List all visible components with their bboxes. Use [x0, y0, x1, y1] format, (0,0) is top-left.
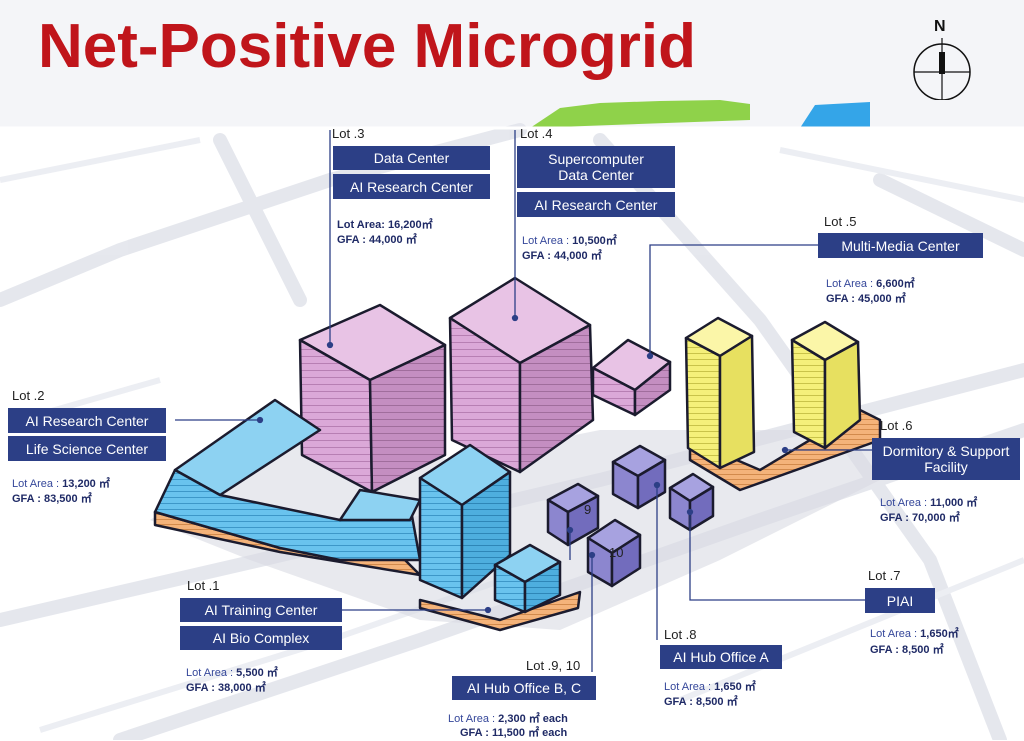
compass-north-label: N	[934, 18, 946, 35]
lot8-gfa: GFA : 8,500 ㎡	[664, 696, 738, 708]
lot6-name-1: Dormitory & Support Facility	[872, 438, 1020, 480]
lot5-area: Lot Area : 6,600㎡	[826, 278, 915, 290]
lot5-number: Lot .5	[824, 214, 857, 229]
lot10-building	[586, 518, 642, 588]
lot4-number: Lot .4	[520, 126, 553, 141]
lot8-area: Lot Area : 1,650 ㎡	[664, 681, 756, 693]
lot8-building	[611, 444, 667, 510]
lot4-name-1: Supercomputer Data Center	[517, 146, 675, 188]
lot7-number: Lot .7	[868, 568, 901, 583]
lot7-gfa: GFA : 8,500 ㎡	[870, 644, 944, 656]
lot7-name-1: PIAI	[865, 588, 935, 613]
lot6-gfa: GFA : 70,000 ㎡	[880, 512, 960, 524]
lot9-building	[546, 482, 600, 547]
lot3-name-1: Data Center	[333, 146, 490, 170]
lot2-area: Lot Area : 13,200 ㎡	[12, 478, 110, 490]
lot8-name-1: AI Hub Office A	[660, 645, 782, 669]
lot7-area: Lot Area : 1,650㎡	[870, 628, 959, 640]
lot5-gfa: GFA : 45,000 ㎡	[826, 293, 906, 305]
lot2-name-2: Life Science Center	[8, 436, 166, 461]
lot3-gfa: GFA : 44,000 ㎡	[337, 234, 417, 246]
lot5-name-1: Multi-Media Center	[818, 233, 983, 258]
lot3-name-2: AI Research Center	[333, 174, 490, 199]
lot7-building	[668, 472, 715, 532]
lot4-building	[448, 276, 595, 474]
lot910-gfa: GFA : 11,500 ㎡ each	[460, 727, 568, 739]
lot1-number: Lot .1	[187, 578, 220, 593]
lot4-gfa: GFA : 44,000 ㎡	[522, 250, 602, 262]
lot1-name-1: AI Training Center	[180, 598, 342, 622]
lot3-building	[298, 303, 447, 494]
lot3-number: Lot .3	[332, 126, 365, 141]
lot8-number: Lot .8	[664, 627, 697, 642]
lot910-name-1: AI Hub Office B, C	[452, 676, 596, 700]
lot2-gfa: GFA : 83,500 ㎡	[12, 493, 92, 505]
lot4-name-2: AI Research Center	[517, 192, 675, 217]
lot1-area: Lot Area : 5,500 ㎡	[186, 667, 278, 679]
page-title: Net-Positive Microgrid	[38, 12, 696, 81]
lot4-area: Lot Area : 10,500㎡	[522, 235, 617, 247]
lot1-building	[418, 443, 582, 632]
lot3-area: Lot Area: 16,200㎡	[337, 219, 433, 231]
lot6-number: Lot .6	[880, 418, 913, 433]
lot1-name-2: AI Bio Complex	[180, 626, 342, 650]
building-number-10: 10	[609, 545, 624, 560]
compass-icon	[913, 38, 971, 100]
compass: N	[912, 18, 974, 100]
lot1-gfa: GFA : 38,000 ㎡	[186, 682, 266, 694]
lot910-number: Lot .9, 10	[526, 658, 581, 673]
lot6-building	[684, 316, 882, 492]
lot6-area: Lot Area : 11,000 ㎡	[880, 497, 978, 509]
lot910-area: Lot Area : 2,300 ㎡ each	[448, 713, 568, 725]
lot2-name-1: AI Research Center	[8, 408, 166, 433]
building-number-9: 9	[584, 502, 592, 517]
lot2-number: Lot .2	[12, 388, 45, 403]
leader-lines	[175, 130, 872, 672]
lot5-building	[591, 338, 672, 417]
